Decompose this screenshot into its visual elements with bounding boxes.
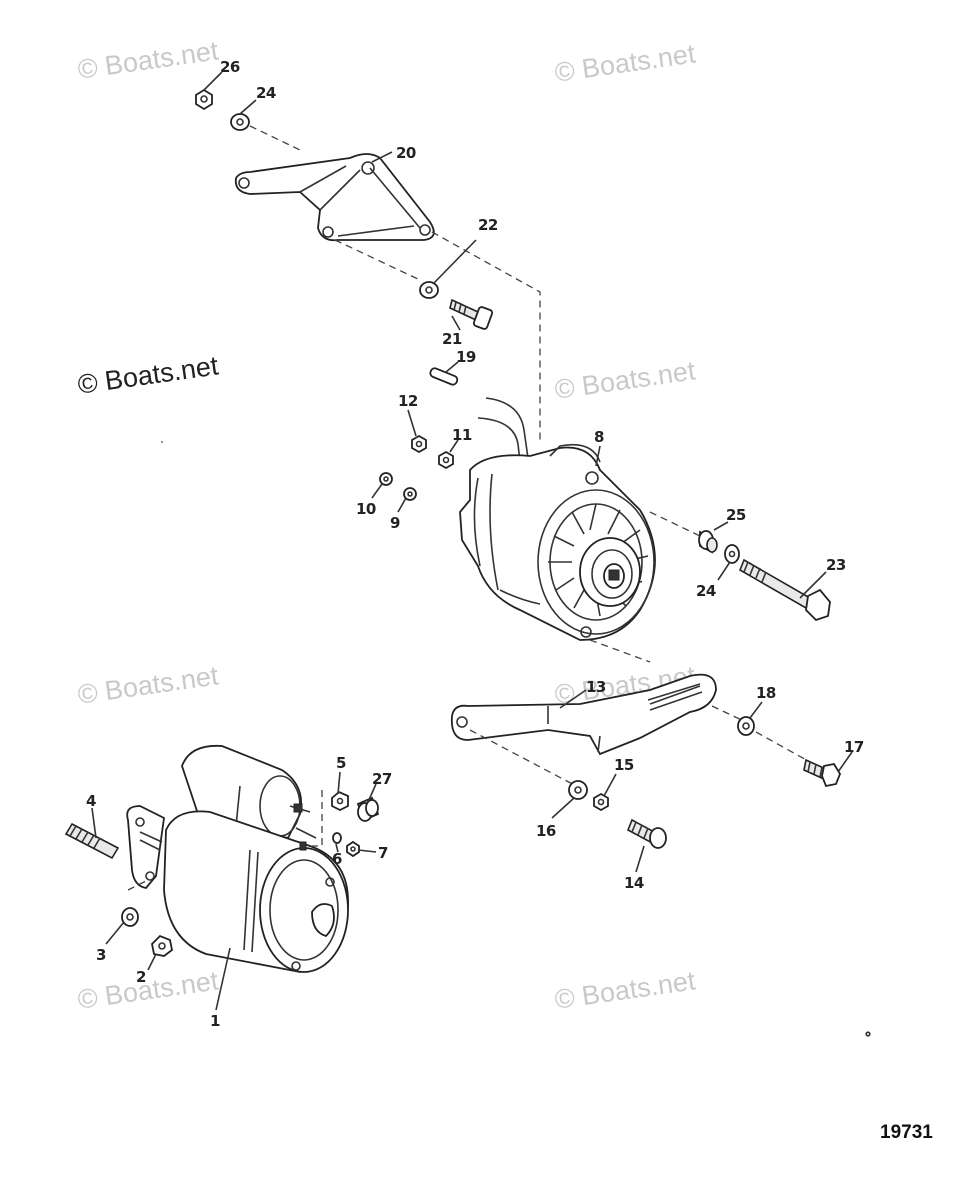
drawing-number: 19731 — [880, 1122, 933, 1143]
nut-12 — [411, 434, 427, 454]
alternator-8 — [459, 443, 656, 641]
nut-15 — [593, 792, 609, 812]
washer-16 — [568, 780, 588, 800]
callout-9: 9 — [390, 514, 400, 532]
callout-7: 7 — [378, 844, 388, 862]
assembly-line — [431, 231, 541, 440]
callout-25: 25 — [726, 506, 746, 524]
callout-1: 1 — [210, 1012, 220, 1030]
washer-10 — [379, 472, 393, 486]
stray-mark — [161, 441, 163, 443]
stray-mark — [865, 1031, 871, 1037]
callout-14: 14 — [624, 874, 644, 892]
assembly-line — [127, 879, 149, 891]
assembly-line — [312, 790, 323, 847]
callout-4: 4 — [86, 792, 96, 810]
sleeve-27 — [356, 796, 380, 822]
callout-17: 17 — [844, 738, 864, 756]
callout-8: 8 — [594, 428, 604, 446]
nut-2 — [151, 934, 173, 957]
mounting-bracket-20 — [234, 153, 435, 242]
callout-2: 2 — [136, 968, 146, 986]
washer-6 — [332, 832, 342, 844]
assembly-line — [589, 639, 651, 663]
nut-26 — [195, 88, 213, 111]
washer-24-lower — [724, 544, 740, 564]
callout-21: 21 — [442, 330, 462, 348]
wire — [477, 417, 521, 463]
washer-3 — [121, 907, 139, 927]
nut-9 — [403, 487, 417, 501]
pin-19 — [429, 367, 459, 386]
callout-16: 16 — [536, 822, 556, 840]
callout-13: 13 — [586, 678, 606, 696]
callout-24: 24 — [256, 84, 276, 102]
callout-18: 18 — [756, 684, 776, 702]
spacer-25 — [698, 530, 718, 554]
nut-11 — [438, 450, 454, 470]
washer-24-upper — [230, 113, 250, 131]
nut-5 — [331, 790, 349, 812]
callout-6: 6 — [332, 850, 342, 868]
assembly-line — [649, 511, 701, 537]
assembly-line — [334, 239, 421, 281]
adjusting-bracket-13 — [450, 673, 717, 756]
stud-14 — [626, 818, 667, 849]
callout-23: 23 — [826, 556, 846, 574]
callout-5: 5 — [336, 754, 346, 772]
callout-24-lower: 24 — [696, 582, 716, 600]
bolt-21 — [449, 298, 494, 330]
assembly-line — [249, 125, 301, 151]
callout-19: 19 — [456, 348, 476, 366]
assembly-line — [755, 731, 811, 763]
callout-26: 26 — [220, 58, 240, 76]
wire — [485, 397, 529, 459]
stud-4 — [64, 822, 120, 860]
callout-12: 12 — [398, 392, 418, 410]
callout-10: 10 — [356, 500, 376, 518]
leader-lines — [91, 71, 853, 1011]
callout-11: 11 — [452, 426, 472, 444]
callout-3: 3 — [96, 946, 106, 964]
callout-22: 22 — [478, 216, 498, 234]
callout-27: 27 — [372, 770, 392, 788]
callout-20: 20 — [396, 144, 416, 162]
starter-motor-1 — [126, 744, 349, 973]
nut-7 — [346, 840, 360, 858]
assembly-line — [469, 729, 581, 789]
washer-18 — [737, 716, 755, 736]
bolt-17 — [803, 758, 842, 788]
washer-22 — [419, 281, 439, 299]
callout-15: 15 — [614, 756, 634, 774]
bolt-23 — [738, 558, 831, 622]
